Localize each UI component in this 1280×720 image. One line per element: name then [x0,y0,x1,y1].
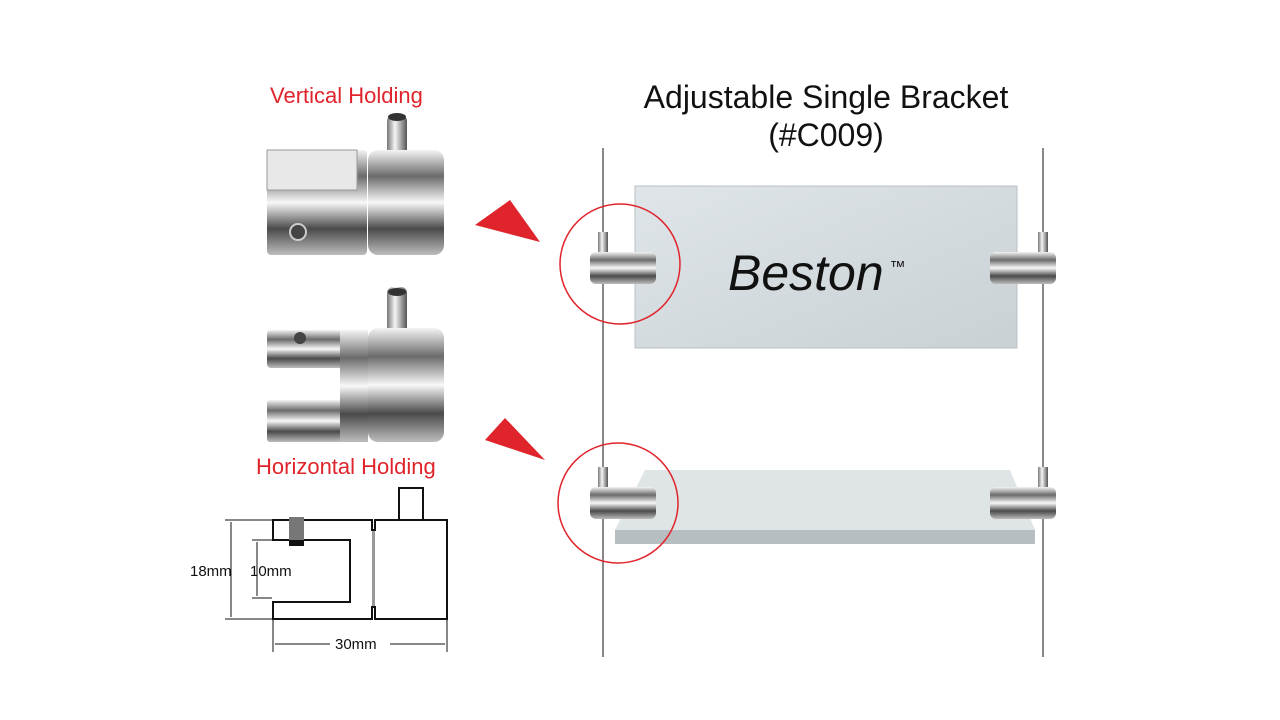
horizontal-acrylic-shelf [615,470,1035,530]
dimension-10mm: 10mm [250,563,292,580]
mounted-bracket [590,467,656,519]
vertical-holding-label: Vertical Holding [270,83,423,108]
vertical-acrylic-sign [634,185,1018,349]
dimension-drawing [225,487,448,652]
horizontal-holding-label: Horizontal Holding [256,454,436,479]
mounted-bracket [590,232,656,284]
horizontal-holding-bracket-photo [267,287,444,442]
title-line-2: (#C009) [768,117,884,153]
arrow-icon [475,200,540,242]
arrow-icon [485,418,545,460]
product-title: Adjustable Single Bracket (#C009) [546,78,1106,154]
mounted-bracket [990,467,1056,519]
brand-name: Beston [728,245,884,301]
mounted-bracket [990,232,1056,284]
highlight-circle [557,442,679,564]
title-line-1: Adjustable Single Bracket [643,79,1009,115]
highlight-circle [559,203,681,325]
vertical-holding-bracket-photo [266,113,444,255]
trademark: ™ [890,259,906,276]
dimension-18mm: 18mm [190,563,232,580]
dimension-30mm: 30mm [335,636,377,653]
shelf-edge [615,530,1035,544]
